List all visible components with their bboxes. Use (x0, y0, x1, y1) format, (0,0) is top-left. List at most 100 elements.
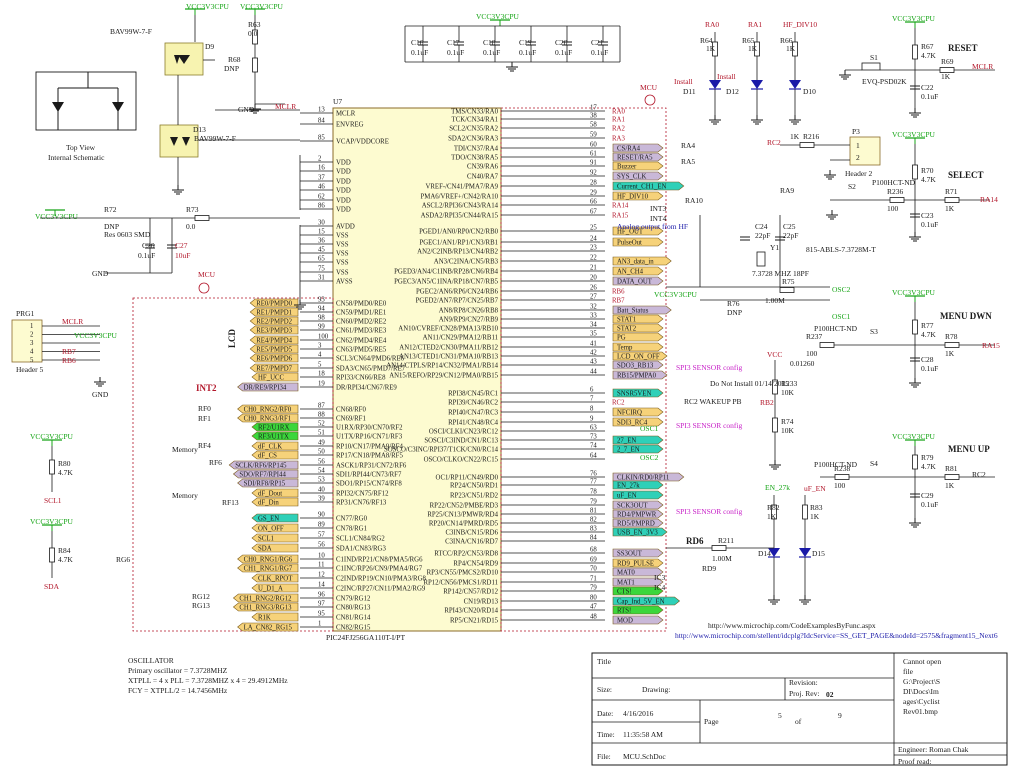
net-label-tag (612, 181, 685, 191)
svg-text:0.1uF: 0.1uF (921, 364, 938, 373)
header-pin-number: 4 (30, 349, 34, 356)
svg-text:C29: C29 (921, 491, 934, 500)
svg-text:1K: 1K (810, 512, 820, 521)
title-block: Title Size: Drawing: Revision: Proj. Rev… (591, 652, 1008, 766)
pin-number: 79 (590, 585, 597, 592)
header-net-label: VCC3V3CPU (74, 331, 118, 340)
net-label: RB7 (612, 298, 625, 305)
pin-name: RP24/CN50/RD1 (450, 483, 498, 490)
pin-number: 84 (590, 535, 597, 542)
pin-name: MCLR (336, 111, 356, 118)
svg-text:G:\Project\S: G:\Project\S (903, 677, 940, 686)
pin-name: PGED3/AN4/C1INB/RP28/CN6/RB4 (394, 269, 498, 276)
svg-text:VCC3V3CPU: VCC3V3CPU (476, 12, 520, 21)
pin-name: C1INC/RP26/CN9/PMA4/RG7 (336, 566, 423, 573)
svg-text:4.7K: 4.7K (921, 330, 936, 339)
svg-text:Res 0603 SMD: Res 0603 SMD (104, 230, 151, 239)
net-label: CLKIN/RD0/RP11 (617, 475, 669, 482)
svg-text:RA4: RA4 (681, 141, 695, 150)
svg-text:10K: 10K (781, 388, 795, 397)
svg-text:RF4: RF4 (198, 441, 211, 450)
net-label: RD9_PULSE (617, 561, 654, 568)
net-label-tag (251, 573, 299, 583)
svg-text:R67: R67 (921, 42, 934, 51)
net-label: CH0_RNG1/RG6 (244, 557, 293, 564)
net-label: CH1_RNG3/RG13 (239, 605, 292, 612)
pin-number: 54 (318, 468, 325, 475)
pin-name: AVSS (336, 279, 353, 286)
pin-name: CN77/RG0 (336, 516, 368, 523)
pin-number: 78 (590, 489, 597, 496)
pin-number: 8 (590, 406, 594, 413)
net-label: SYS_CLK (617, 174, 647, 181)
pin-number: 29 (590, 190, 597, 197)
net-label: Buzzer (617, 164, 637, 171)
net-label: EN_27k (617, 483, 640, 490)
svg-text:Top View: Top View (66, 143, 96, 152)
pin-name: SCL2/CN35/RA2 (449, 126, 498, 133)
net-label-tag (249, 344, 299, 354)
net-label: RB15/PMPA0 (617, 373, 657, 380)
svg-text:Time:: Time: (597, 730, 615, 739)
net-label: SDO/RF7/RPI44 (239, 472, 286, 479)
svg-text:SPI3 SENSOR config: SPI3 SENSOR config (676, 507, 743, 516)
net-label: USB_EN_3V3 (617, 530, 658, 537)
pin-name: SDO1/RP15/CN74/RF8 (336, 481, 402, 488)
net-label-tag (612, 342, 664, 352)
pin-name: C1IND/RP21/CN8/PMA5/RG6 (336, 557, 423, 564)
pin-name: CN62/PMD4/RE4 (336, 338, 387, 345)
net-label: SDI3_RC4 (617, 420, 648, 427)
pin-number: 63 (590, 425, 597, 432)
pin-name: AN11/CN29/PMA12/RB11 (423, 335, 498, 342)
net-label-tag (612, 314, 664, 324)
pin-name: RPI43/CN20/RD14 (444, 608, 498, 615)
pin-name: C3INA/CN16/RD7 (445, 539, 498, 546)
pin-name: TMS/CN33/RA0 (451, 109, 498, 116)
pin-number: 10 (318, 553, 325, 560)
svg-text:RA1: RA1 (748, 20, 762, 29)
net-label: Current_CH1_EN (617, 184, 667, 191)
pin-name: RP3/CN55/PMCS2/RD10 (427, 570, 499, 577)
net-label-tag (612, 490, 664, 500)
svg-text:4.7K: 4.7K (921, 462, 936, 471)
svg-text:DNP: DNP (727, 308, 742, 317)
svg-text:MCU.SchDoc: MCU.SchDoc (623, 752, 666, 761)
pin-name: SOSCO/C3INC/RPI37/T1CK/CN0/RC14 (384, 447, 499, 454)
net-label-tag (612, 480, 664, 490)
pin-number: 2 (318, 156, 322, 163)
svg-text:HF_DIV10: HF_DIV10 (783, 20, 817, 29)
chip-left-pins: 93CN58/PMD0/RE0RE0/PMPD094CN59/PMD1/RE1R… (228, 297, 426, 632)
svg-text:RG13: RG13 (192, 601, 210, 610)
net-label: dF_CLK (258, 444, 282, 451)
net-label: STAT2 (617, 326, 637, 333)
svg-text:VCC3V3CPU: VCC3V3CPU (240, 2, 284, 11)
header-net-label: RB7 (62, 347, 76, 356)
net-label-tag (251, 543, 299, 553)
svg-text:of: of (795, 717, 802, 726)
svg-text:0.1uF: 0.1uF (138, 251, 155, 260)
svg-text:D9: D9 (205, 42, 214, 51)
svg-text:P100HCT-ND: P100HCT-ND (814, 460, 858, 469)
pin-name: CN58/PMD0/RE0 (336, 301, 387, 308)
net-label: RF3/U1TX (258, 434, 289, 441)
pin-name: OC1/RP11/CN49/RD0 (436, 475, 499, 482)
net-label: Temp (617, 345, 633, 352)
net-label: RA14 (612, 203, 629, 210)
svg-text:R211: R211 (718, 536, 734, 545)
net-label: RE4/PMPD4 (256, 338, 292, 345)
net-label: LA_CN82_RG15 (244, 625, 293, 632)
pin-number: 80 (590, 595, 597, 602)
net-label-tag (612, 276, 664, 286)
pin-number: 35 (590, 331, 597, 338)
net-label-tag (612, 435, 664, 445)
cap-ref: C20 (555, 38, 568, 47)
net-label: RD4/PMPWR (617, 512, 657, 519)
svg-text:C23: C23 (921, 211, 934, 220)
svg-text:7.3728 MHZ 18PF: 7.3728 MHZ 18PF (752, 269, 809, 278)
net-label: RE2/PMPD2 (256, 319, 292, 326)
pin-number: 44 (590, 369, 597, 376)
svg-text:Revision:: Revision: (789, 678, 818, 687)
svg-text:Internal Schematic: Internal Schematic (48, 153, 105, 162)
net-label: GS_EN (258, 516, 279, 523)
